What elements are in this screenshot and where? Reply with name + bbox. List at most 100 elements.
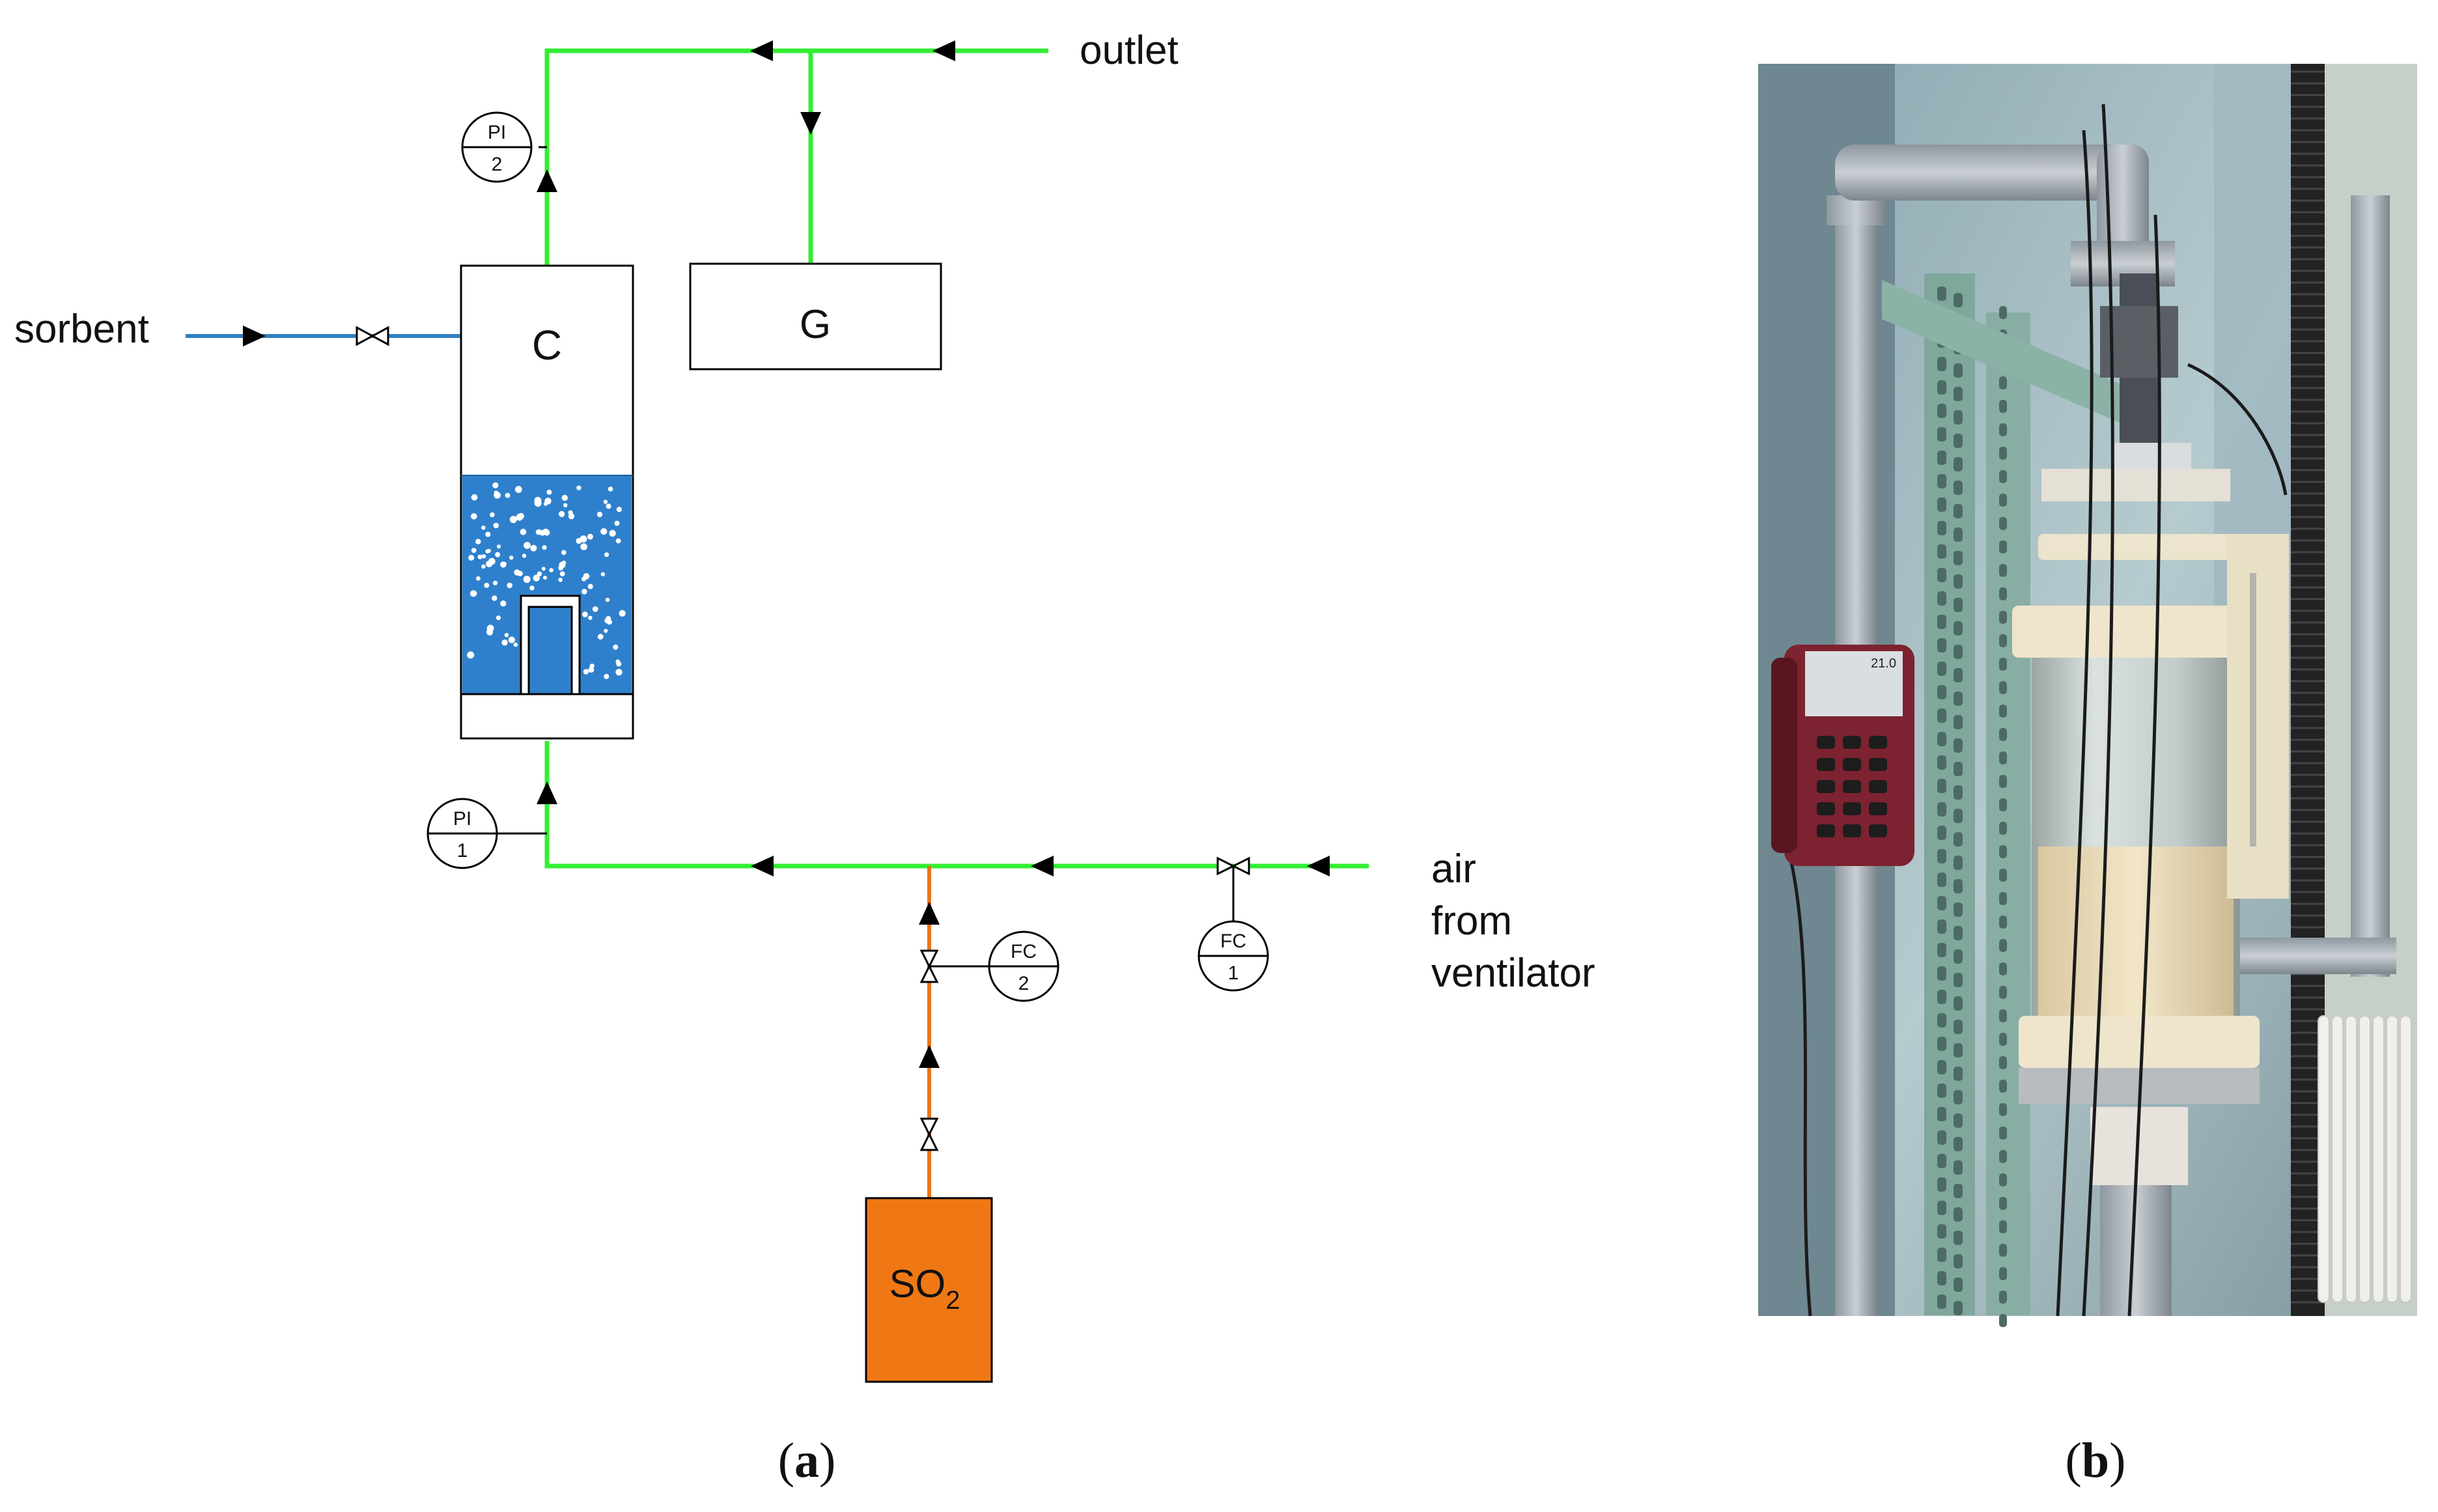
arrow-so2-2: [919, 1045, 940, 1068]
gas-bubble: [523, 576, 531, 583]
gas-bubbles: [467, 482, 626, 679]
arrow-air-2: [1031, 856, 1054, 876]
flow-arrows: [243, 40, 1330, 1068]
gas-bubble: [495, 552, 501, 557]
gas-bubble: [537, 571, 542, 576]
gas-bubble: [484, 582, 490, 588]
caption-b: (b): [2066, 1433, 2126, 1488]
gas-bubble: [619, 609, 626, 617]
process-diagram: PI 2 PI 1 FC 2 FC 1: [14, 28, 1595, 1488]
arrow-air-3: [1307, 856, 1330, 876]
gas-bubble: [596, 511, 603, 518]
instrument-connectors: [497, 146, 1235, 968]
gas-bubble: [492, 580, 498, 585]
lab-setup-photo: 21.0 (b): [1758, 64, 2417, 1488]
analyzer-display-value: 21.0: [1871, 656, 1896, 671]
gas-bubble: [582, 611, 588, 617]
gas-bubble: [471, 494, 478, 501]
gas-bubble: [496, 544, 501, 549]
valve-air-fc1[interactable]: [1216, 856, 1250, 876]
gas-bubble: [494, 490, 498, 495]
gas-bubble: [581, 589, 587, 595]
so2-label: SO2: [890, 1262, 960, 1315]
gas-bubble: [501, 639, 508, 646]
valve-so2-tank[interactable]: [919, 1117, 939, 1151]
gas-bubble: [561, 550, 567, 555]
gas-bubble: [580, 543, 587, 550]
gas-bubble: [471, 548, 477, 553]
gas-bubble: [581, 576, 587, 581]
fc2-number: 2: [1018, 973, 1030, 994]
arrow-outlet-2: [932, 40, 955, 61]
gas-bubble: [509, 555, 514, 560]
gas-bubble: [481, 564, 486, 569]
arrow-air-1: [751, 856, 774, 876]
gas-bubble: [481, 525, 486, 530]
gas-bubble: [504, 633, 509, 637]
gas-bubble: [614, 520, 620, 526]
gas-bubble: [496, 615, 501, 621]
so2-tank: SO2: [865, 1197, 993, 1383]
gas-bubble: [604, 618, 610, 624]
pi2-tag: PI: [488, 122, 506, 143]
column-outlet-line: [544, 48, 1048, 266]
gas-bubble: [604, 673, 610, 679]
gas-bubble: [514, 486, 522, 494]
gas-bubble: [485, 531, 491, 537]
gas-bubble: [524, 542, 531, 549]
pi1-tag: PI: [453, 808, 471, 830]
gas-bubble: [485, 549, 490, 553]
gas-bubble: [513, 642, 518, 647]
gas-bubble: [597, 634, 604, 640]
gas-bubble: [492, 482, 499, 488]
gas-bubble: [613, 644, 619, 650]
air-gas-lines: [544, 48, 1369, 869]
gas-bubble: [615, 659, 621, 664]
column-liquid: [462, 475, 632, 694]
gas-bubble: [604, 628, 608, 633]
arrow-so2-1: [919, 902, 940, 925]
instrument-fc2: FC 2: [988, 931, 1059, 1002]
fc1-number: 1: [1228, 962, 1239, 984]
gas-bubble: [522, 553, 527, 558]
gas-bubble: [615, 669, 623, 676]
gas-bubble: [563, 503, 568, 507]
gas-bubble: [542, 545, 547, 550]
fc1-tag: FC: [1220, 931, 1246, 952]
gas-bubble: [600, 528, 608, 535]
gas-analyzer-box: G: [689, 262, 942, 371]
pi1-number: 1: [457, 840, 468, 861]
gas-bubble: [558, 511, 565, 518]
gas-bubble: [520, 529, 527, 535]
arrow-column-in: [537, 781, 557, 804]
column-label: C: [532, 322, 562, 369]
valve-sorbent[interactable]: [356, 326, 389, 346]
gas-bubble: [471, 513, 477, 520]
gas-bubble: [516, 514, 523, 521]
photo-pipe-top: [1835, 145, 2135, 201]
gas-bubble: [600, 572, 606, 576]
gas-bubble: [609, 529, 616, 537]
arrow-sorbent: [243, 326, 266, 346]
gas-bubble: [604, 552, 610, 557]
column-c: C: [460, 264, 634, 740]
gas-bubble: [544, 501, 548, 506]
gas-bubble: [493, 522, 499, 529]
gas-bubble: [558, 578, 563, 582]
arrow-to-analyzer: [800, 112, 821, 135]
box-g-label: G: [800, 302, 831, 347]
gas-bubble: [533, 574, 540, 581]
gas-bubble: [588, 667, 595, 673]
gas-bubble: [603, 499, 608, 504]
gas-bubble: [606, 503, 611, 509]
gas-bubble: [505, 492, 511, 498]
gas-bubble: [509, 516, 517, 524]
valve-so2-fc2[interactable]: [919, 949, 939, 983]
arrow-outlet-1: [750, 40, 773, 61]
gas-bubble: [476, 576, 481, 581]
gas-bubble: [588, 615, 593, 620]
gas-bubble: [514, 569, 520, 576]
photo-slurry: [2038, 847, 2234, 1016]
arrow-column-out: [537, 169, 557, 192]
